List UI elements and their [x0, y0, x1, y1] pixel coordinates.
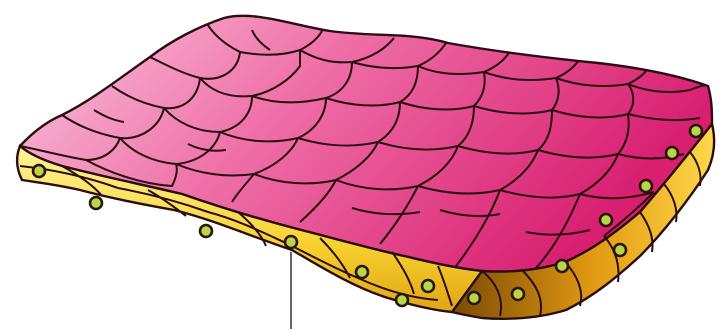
nucleus: [468, 292, 480, 304]
nucleus: [600, 214, 612, 226]
nucleus: [396, 294, 408, 306]
nucleus: [90, 197, 102, 209]
nucleus: [556, 260, 568, 272]
nucleus: [200, 225, 212, 237]
nucleus: [640, 180, 652, 192]
nucleus: [285, 236, 297, 248]
nucleus: [690, 125, 702, 137]
nucleus: [614, 244, 626, 256]
nucleus: [512, 288, 524, 300]
nucleus: [666, 147, 678, 159]
nucleus: [33, 165, 45, 177]
nucleus: [356, 266, 368, 278]
nucleus: [422, 280, 434, 292]
